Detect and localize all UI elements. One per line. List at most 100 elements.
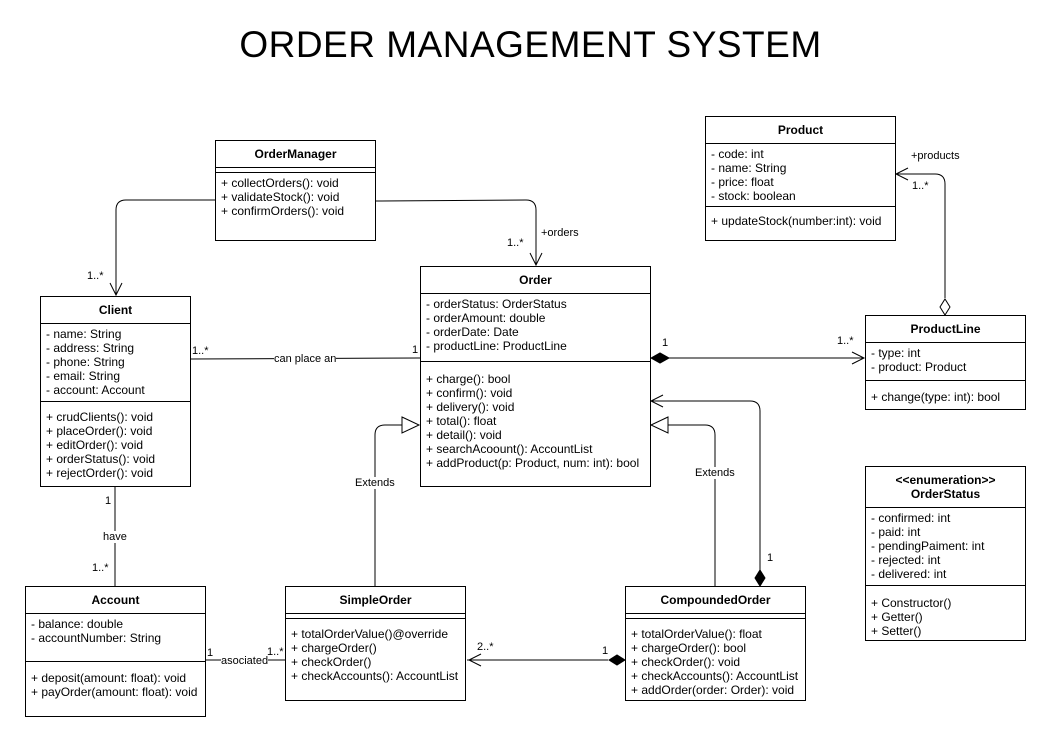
methods-section: + updateStock(number:int): void — [706, 207, 895, 228]
enum-stereotype: <<enumeration>> — [895, 473, 996, 487]
association-label: have — [103, 531, 127, 543]
attribute: - account: Account — [46, 383, 145, 397]
attributes-section — [626, 614, 805, 619]
multiplicity-label: 1..* — [912, 180, 929, 192]
extends-label: Extends — [695, 467, 735, 479]
method: + Setter() — [871, 624, 922, 638]
method: + chargeOrder(): bool — [631, 641, 747, 655]
method: + Constructor() — [871, 596, 952, 610]
association-label: asociated — [221, 655, 269, 667]
compounded-order-edge — [651, 400, 761, 570]
multiplicity-label: 1 — [207, 647, 214, 659]
attribute: - orderStatus: OrderStatus — [426, 297, 567, 311]
attribute: - pendingPaiment: int — [871, 539, 985, 553]
class-client[interactable]: Client - name: String - address: String … — [40, 296, 191, 487]
compounded-extends-triangle — [649, 416, 669, 434]
manager-order-arrowhead — [529, 252, 543, 267]
enum-order-status[interactable]: <<enumeration>> OrderStatus - confirmed:… — [865, 466, 1026, 641]
attributes-section — [286, 614, 465, 619]
methods-section: + charge(): bool + confirm(): void + del… — [421, 362, 650, 470]
attributes-section — [216, 168, 375, 173]
class-product-line[interactable]: ProductLine - type: int - product: Produ… — [865, 315, 1026, 410]
method: + checkAccounts(): AccountList — [291, 669, 459, 683]
attributes-section: - confirmed: int - paid: int - pendingPa… — [866, 508, 1025, 586]
attribute: - orderDate: Date — [426, 325, 519, 339]
compounded-extends-edge — [668, 424, 716, 586]
methods-section: + totalOrderValue(): float + chargeOrder… — [626, 619, 805, 697]
order-productline-arrowhead — [851, 351, 866, 365]
compounded-order-arrowhead — [649, 394, 664, 408]
attribute: - confirmed: int — [871, 511, 951, 525]
attribute: - delivered: int — [871, 567, 947, 581]
role-label: +products — [911, 150, 960, 162]
attribute: - email: String — [46, 369, 121, 383]
methods-section: + crudClients(): void + placeOrder(): vo… — [41, 402, 190, 480]
class-order-manager[interactable]: OrderManager + collectOrders(): void + v… — [215, 140, 376, 241]
class-name: SimpleOrder — [286, 587, 465, 614]
method: + checkOrder(): void — [631, 655, 741, 669]
simple-extends-triangle — [401, 416, 421, 434]
method: + totalOrderValue(): float — [631, 627, 762, 641]
multiplicity-label: 1 — [662, 337, 669, 349]
method: + checkOrder() — [291, 655, 372, 669]
method: + payOrder(amount: float): void — [31, 685, 198, 699]
multiplicity-label: 2..* — [477, 641, 494, 653]
multiplicity-label: 1 — [602, 645, 609, 657]
attributes-section: - name: String - address: String - phone… — [41, 324, 190, 402]
method: + checkAccounts(): AccountList — [631, 669, 799, 683]
multiplicity-label: 1 — [105, 495, 112, 507]
attribute: - address: String — [46, 341, 135, 355]
attribute: - stock: boolean — [711, 189, 796, 203]
class-name: OrderManager — [216, 141, 375, 168]
method: + addProduct(p: Product, num: int): bool — [426, 456, 640, 470]
methods-section: + Constructor() + Getter() + Setter() — [866, 586, 1025, 638]
method: + delivery(): void — [426, 400, 515, 414]
compound-simple-arrowhead — [467, 653, 482, 667]
method: + editOrder(): void — [46, 438, 144, 452]
attributes-section: - orderStatus: OrderStatus - orderAmount… — [421, 294, 650, 362]
attribute: - orderAmount: double — [426, 311, 546, 325]
multiplicity-label: 1..* — [837, 335, 854, 347]
attribute: - type: int — [871, 346, 921, 360]
class-name: Client — [41, 297, 190, 324]
class-name: ProductLine — [866, 316, 1025, 343]
multiplicity-label: 1..* — [92, 562, 109, 574]
attribute: - phone: String — [46, 355, 125, 369]
multiplicity-label: 1..* — [87, 270, 104, 282]
method: + deposit(amount: float): void — [31, 671, 187, 685]
method: + totalOrderValue()@override — [291, 627, 449, 641]
method: + chargeOrder() — [291, 641, 377, 655]
attribute: - product: Product — [871, 360, 967, 374]
methods-section: + collectOrders(): void + validateStock(… — [216, 173, 375, 218]
attribute: - code: int — [711, 147, 764, 161]
method: + orderStatus(): void — [46, 452, 156, 466]
attributes-section: - type: int - product: Product — [866, 343, 1025, 381]
class-compounded-order[interactable]: CompoundedOrder + totalOrderValue(): flo… — [625, 586, 806, 701]
multiplicity-label: 1..* — [192, 345, 209, 357]
method: + updateStock(number:int): void — [711, 214, 882, 228]
class-order[interactable]: Order - orderStatus: OrderStatus - order… — [420, 266, 651, 487]
class-simple-order[interactable]: SimpleOrder + totalOrderValue()@override… — [285, 586, 466, 701]
compounded-order-diamond — [754, 569, 766, 587]
class-name: OrderStatus — [910, 487, 981, 501]
attribute: - productLine: ProductLine — [426, 339, 567, 353]
manager-client-edge — [115, 199, 215, 295]
multiplicity-label: 1..* — [267, 646, 284, 658]
extends-label: Extends — [355, 477, 395, 489]
diagram-title: ORDER MANAGEMENT SYSTEM — [239, 24, 822, 65]
attribute: - balance: double — [31, 617, 124, 631]
multiplicity-label: 1 — [412, 344, 419, 356]
attribute: - rejected: int — [871, 553, 941, 567]
method: + charge(): bool — [426, 372, 511, 386]
method: + crudClients(): void — [46, 410, 154, 424]
method: + confirmOrders(): void — [221, 204, 345, 218]
class-account[interactable]: Account - balance: double - accountNumbe… — [25, 586, 206, 717]
association-label: can place an — [274, 353, 337, 365]
attribute: - name: String — [711, 161, 787, 175]
aggregation-diamond — [939, 298, 951, 316]
class-product[interactable]: Product - code: int - name: String - pri… — [705, 116, 896, 241]
simple-extends-edge — [374, 424, 402, 586]
methods-section: + totalOrderValue()@override + chargeOrd… — [286, 619, 465, 683]
class-name: Account — [26, 587, 205, 614]
